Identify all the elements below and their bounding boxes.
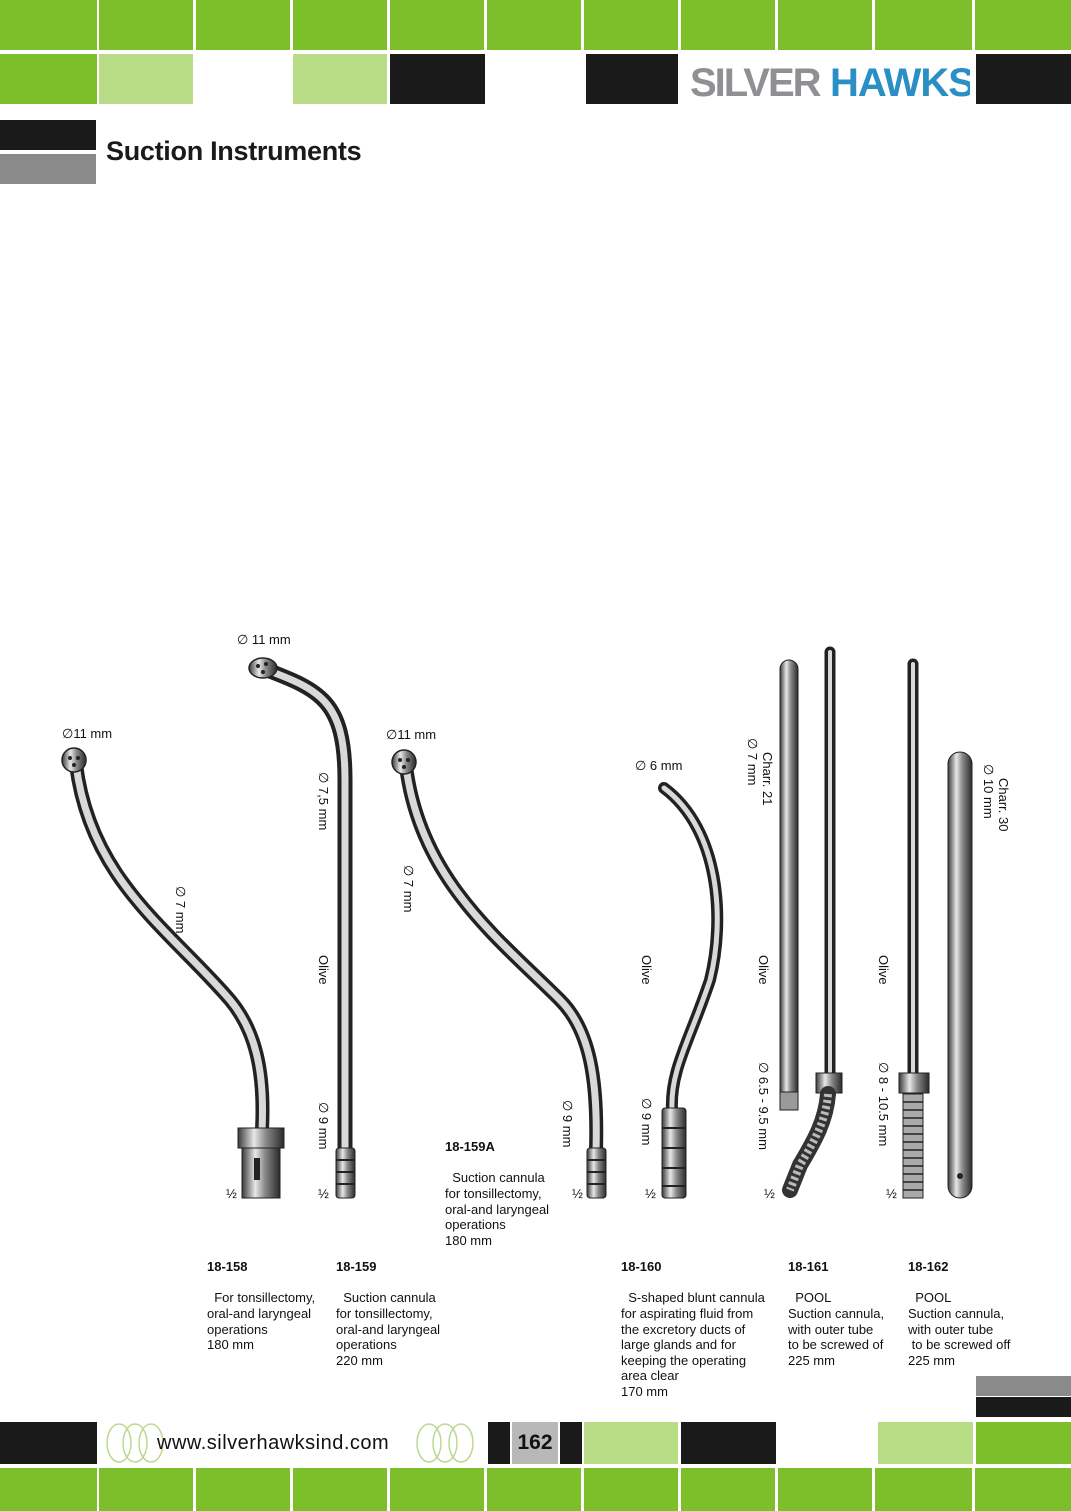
dim-18-159-top: ∅ 11 mm [237, 632, 291, 647]
brand-logo-silver: SILVER [690, 61, 822, 104]
footer-url-ribbon [106, 1423, 474, 1463]
header-block [293, 0, 387, 50]
footer-block [196, 1468, 290, 1511]
dim-18-161-dia: ∅ 7 mm [745, 738, 760, 786]
product-caption-18-158: 18-158 For tonsillectomy, oral-and laryn… [207, 1228, 315, 1353]
instrument-18-162-outer [947, 751, 973, 1199]
instrument-18-162-inner [898, 658, 930, 1199]
header-block [487, 0, 581, 50]
dim-18-162-olive: Olive [876, 955, 891, 985]
dim-18-158-scale: ½ [226, 1186, 237, 1201]
dim-18-161-charr: Charr. 21 [760, 752, 775, 806]
footer-block [560, 1422, 582, 1464]
product-caption-18-159: 18-159 Suction cannula for tonsillectomy… [336, 1228, 440, 1368]
instrument-18-161-outer [779, 659, 799, 1111]
dim-18-160-scale: ½ [645, 1186, 656, 1201]
product-code: 18-161 [788, 1259, 829, 1275]
dim-18-159-olive: Olive [316, 955, 331, 985]
dim-18-162-dia: ∅ 10 mm [981, 764, 996, 819]
footer-block [0, 1468, 97, 1511]
header-block [0, 0, 97, 50]
header-block [976, 54, 1071, 104]
dim-18-159a-shaft: ∅ 7 mm [401, 865, 416, 913]
title-block-gray [0, 154, 96, 184]
instrument-18-160 [658, 782, 724, 1199]
footer-block [584, 1468, 678, 1511]
product-caption-18-162: 18-162 POOL Suction cannula, with outer … [908, 1228, 1010, 1368]
product-code: 18-159 [336, 1259, 377, 1275]
dim-18-159-bottom: ∅ 9 mm [316, 1102, 331, 1150]
page-number: 162 [512, 1422, 558, 1464]
page-title: Suction Instruments [106, 136, 362, 166]
dim-18-162-charr: Charr. 30 [996, 778, 1011, 832]
dim-18-159-scale: ½ [318, 1186, 329, 1201]
header-block [293, 54, 387, 104]
website-link[interactable]: www.silverhawksind.com [157, 1432, 390, 1454]
footer-block [681, 1422, 776, 1464]
instrument-18-161-inner [782, 646, 843, 1198]
header-block [99, 54, 193, 104]
footer-block [390, 1468, 484, 1511]
header-block [196, 0, 290, 50]
dim-18-159-shaft: ∅ 7,5 mm [316, 772, 331, 831]
instrument-18-159a [391, 749, 607, 1199]
dim-18-162-bottom: ∅ 8 - 10.5 mm [876, 1062, 891, 1147]
product-code: 18-162 [908, 1259, 949, 1275]
header-block [681, 0, 775, 50]
brand-logo: SILVER HAWKS [690, 61, 970, 104]
footer-block [0, 1422, 97, 1464]
dim-18-158-shaft: ∅ 7 mm [173, 886, 188, 934]
product-code: 18-159A [445, 1139, 495, 1155]
footer-block [681, 1468, 775, 1511]
header-block [390, 54, 485, 104]
footer-block [975, 1468, 1071, 1511]
dim-18-160-bottom: ∅ 9 mm [639, 1098, 654, 1146]
dim-18-161-scale: ½ [764, 1186, 775, 1201]
product-code: 18-158 [207, 1259, 248, 1275]
product-description: POOL Suction cannula, with outer tube to… [908, 1290, 1011, 1368]
footer-block [976, 1376, 1071, 1396]
header-block [390, 0, 484, 50]
footer-block [488, 1422, 510, 1464]
product-description: Suction cannula for tonsillectomy, oral-… [336, 1290, 441, 1368]
header-block [0, 54, 97, 104]
title-block-dark [0, 120, 96, 150]
product-description: For tonsillectomy, oral-and laryngeal op… [207, 1290, 316, 1353]
footer-block [487, 1468, 581, 1511]
product-description: Suction cannula for tonsillectomy, oral-… [445, 1170, 550, 1248]
footer-block [293, 1468, 387, 1511]
dim-18-158-top: ∅11 mm [62, 726, 113, 741]
footer-block [778, 1468, 872, 1511]
instrument-18-158 [61, 747, 285, 1199]
product-caption-18-161: 18-161 POOL Suction cannula, with outer … [788, 1228, 884, 1368]
dim-18-160-olive: Olive [639, 955, 654, 985]
footer-block [976, 1397, 1071, 1417]
instrument-18-159 [248, 657, 356, 1199]
product-caption-18-159a: 18-159A Suction cannula for tonsillectom… [445, 1108, 549, 1248]
brand-logo-hawks: HAWKS [830, 61, 970, 104]
header-block [586, 54, 678, 104]
dim-18-162-scale: ½ [886, 1186, 897, 1201]
dim-18-159a-top: ∅11 mm [386, 727, 437, 742]
footer-block [99, 1468, 193, 1511]
footer-block [584, 1422, 678, 1464]
product-caption-18-160: 18-160 S-shaped blunt cannula for aspira… [621, 1228, 765, 1400]
header-block [975, 0, 1071, 50]
dim-18-161-olive: Olive [756, 955, 771, 985]
header-block [778, 0, 872, 50]
header-block [99, 0, 193, 50]
dim-18-159a-bottom: ∅ 9 mm [560, 1100, 575, 1148]
footer-block [878, 1422, 973, 1464]
dim-18-160-top: ∅ 6 mm [635, 758, 683, 773]
product-code: 18-160 [621, 1259, 662, 1275]
footer-block [875, 1468, 972, 1511]
footer-block [976, 1422, 1071, 1464]
product-description: S-shaped blunt cannula for aspirating fl… [621, 1290, 765, 1399]
header-block [875, 0, 972, 50]
dim-18-159a-scale: ½ [572, 1186, 583, 1201]
header-block [584, 0, 678, 50]
dim-18-161-bottom: ∅ 6.5 - 9.5 mm [756, 1062, 771, 1150]
product-description: POOL Suction cannula, with outer tube to… [788, 1290, 885, 1368]
